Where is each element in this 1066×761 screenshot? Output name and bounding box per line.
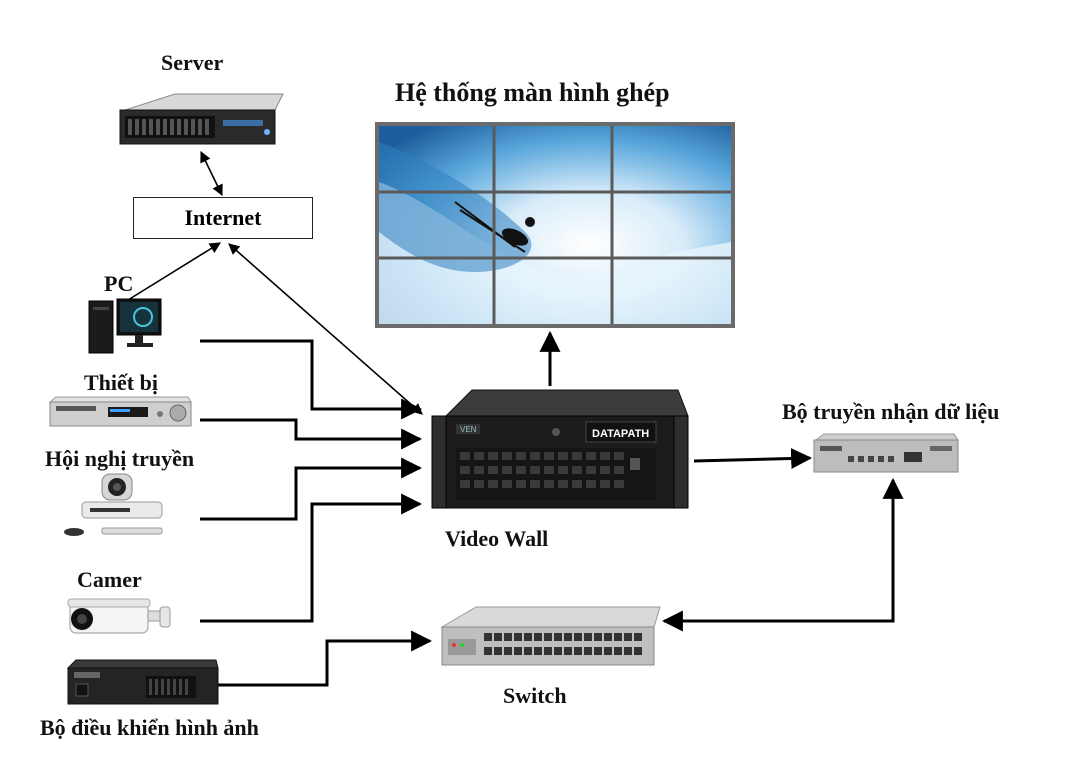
label-hoi-nghi: Hội nghị truyền bbox=[45, 446, 195, 471]
label-transceiver: Bộ truyền nhận dữ liệu bbox=[782, 399, 1000, 424]
label-internet: Internet bbox=[184, 205, 262, 230]
edge-pc-videowall bbox=[200, 339, 423, 420]
edge-switch-transceiver bbox=[661, 477, 904, 632]
edge-pc-internet bbox=[127, 242, 221, 301]
transceiver-icon bbox=[813, 433, 959, 473]
edge-controller-switch bbox=[218, 630, 433, 687]
edge-videowall-transceiver bbox=[693, 447, 813, 469]
label-switch: Switch bbox=[503, 683, 567, 708]
label-controller: Bộ điều khiển hình ảnh bbox=[40, 715, 259, 740]
diagram-title: Hệ thống màn hình ghép bbox=[395, 78, 670, 107]
label-camera: Camer bbox=[77, 567, 142, 592]
display-wall bbox=[375, 122, 735, 328]
svg-text:VEN: VEN bbox=[460, 425, 477, 434]
edge-hoinghi-videowall bbox=[200, 457, 423, 521]
video-wall-controller-icon: VEN DATAPATH bbox=[431, 389, 689, 509]
pc-icon bbox=[88, 298, 162, 354]
brand-label: DATAPATH bbox=[592, 428, 649, 440]
label-video-wall: Video Wall bbox=[445, 526, 549, 551]
label-pc: PC bbox=[104, 271, 134, 296]
media-device-icon bbox=[48, 396, 192, 427]
image-controller-icon bbox=[66, 659, 219, 705]
edge-thietbi-videowall bbox=[200, 418, 423, 450]
internet-box: Internet bbox=[133, 197, 313, 239]
edge-videowall-internet bbox=[228, 243, 423, 415]
conference-camera-icon bbox=[64, 473, 163, 536]
security-camera-icon bbox=[67, 598, 171, 634]
edge-server-internet bbox=[200, 150, 223, 197]
network-switch-icon bbox=[440, 606, 661, 666]
label-thiet-bi: Thiết bị bbox=[84, 370, 158, 395]
edge-camera-videowall bbox=[200, 493, 423, 623]
server-icon bbox=[119, 93, 284, 145]
label-server: Server bbox=[161, 50, 224, 75]
